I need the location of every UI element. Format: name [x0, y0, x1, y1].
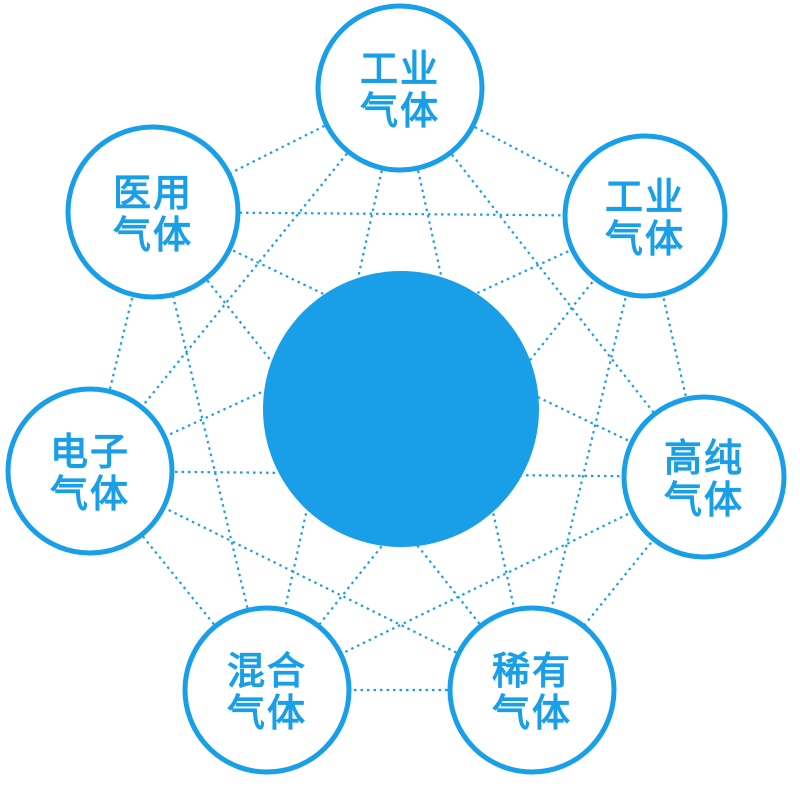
node-label-industrial-gas-right-line2: 气体: [605, 217, 685, 261]
node-label-mixed-gas-line2: 气体: [227, 691, 307, 735]
node-circle-industrial-gas-top: [315, 3, 485, 173]
connection-line: [398, 87, 534, 691]
node-circles: [5, 3, 787, 775]
node-circle-electronic-gas: [5, 386, 175, 556]
node-label-industrial-gas-right-line1: 工业: [605, 175, 685, 219]
node-circle-medical-gas: [65, 124, 241, 300]
node-label-medical-gas-line2: 气体: [113, 213, 193, 257]
node-label-industrial-gas-top-line2: 气体: [360, 89, 440, 133]
node-label-high-purity-gas-line2: 气体: [664, 478, 744, 522]
node-label-rare-gas-line1: 稀有: [492, 649, 572, 693]
node-label-mixed-gas-line1: 混合: [227, 649, 307, 693]
node-circle-high-purity-gas: [621, 394, 787, 560]
node-label-industrial-gas-top-line1: 工业: [360, 47, 440, 91]
connection-line: [89, 215, 646, 472]
node-circle-industrial-gas-right: [562, 133, 728, 299]
node-label-rare-gas-line2: 气体: [492, 691, 572, 735]
connection-line: [152, 211, 533, 691]
connection-line: [265, 87, 402, 691]
node-label-high-purity-gas-line1: 高纯: [664, 436, 744, 480]
node-circle-rare-gas: [447, 605, 617, 775]
node-label-electronic-gas-line1: 电子: [50, 430, 130, 474]
node-circle-mixed-gas: [182, 605, 352, 775]
node-label-medical-gas-line1: 医用: [113, 171, 193, 215]
node-label-electronic-gas-line2: 气体: [50, 472, 130, 516]
center-circle: [263, 271, 539, 547]
node-labels: 工业 气体 工业 气体 高纯 气体 稀有 气体 混合 气体 电子 气体 医用 气…: [50, 47, 744, 735]
